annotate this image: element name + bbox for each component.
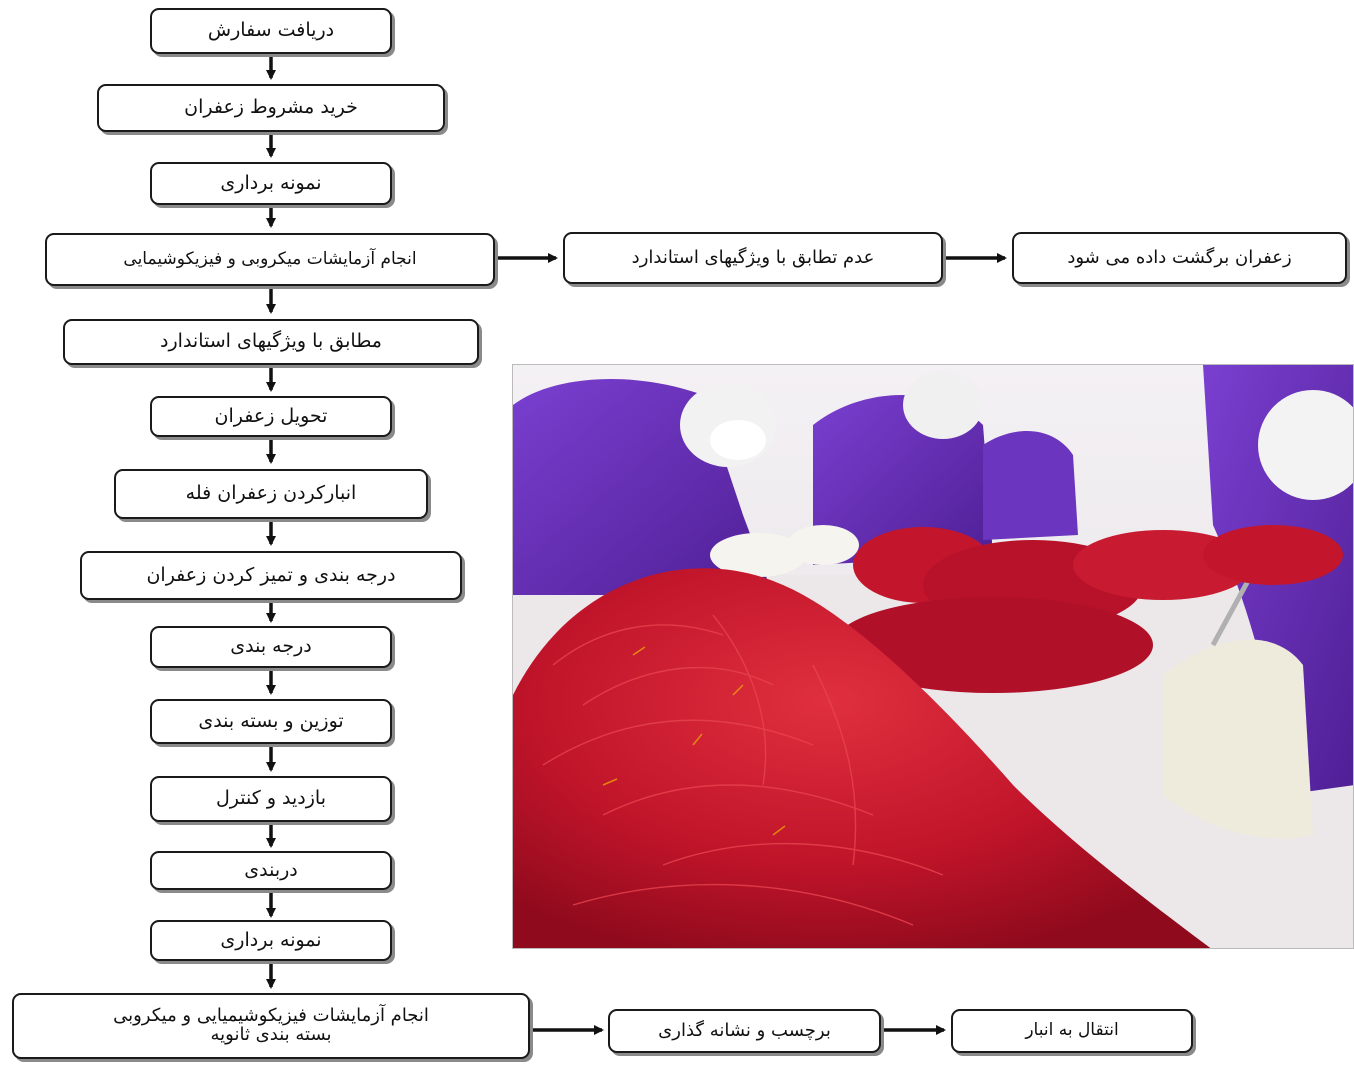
step-receive-order: دریافت سفارش (150, 8, 392, 54)
step-inspection-control: بازدید و کنترل (150, 776, 392, 822)
step-label-line2: بسته بندی ثانویه (210, 1024, 332, 1045)
step-delivery: تحویل زعفران (150, 396, 392, 437)
step-label: دربندی (244, 858, 298, 881)
step-weighing-packing: توزین و بسته بندی (150, 699, 392, 744)
step-non-conformance: عدم تطابق با ویژگیهای استاندارد (563, 232, 943, 284)
step-bulk-storage: انبارکردن زعفران فله (114, 469, 428, 519)
step-label: نمونه برداری (220, 928, 322, 951)
step-label: زعفران برگشت داده می شود (1067, 246, 1292, 268)
saffron-sorting-photo (512, 364, 1354, 949)
step-returned: زعفران برگشت داده می شود (1012, 232, 1347, 284)
step-label: انجام آزمایشات میکروبی و فیزیکوشیمایی (123, 248, 417, 269)
step-label: بازدید و کنترل (215, 787, 327, 810)
step-label: خرید مشروط زعفران (184, 96, 358, 119)
step-labeling: برچسب و نشانه گذاری (608, 1009, 881, 1053)
step-conditional-purchase: خرید مشروط زعفران (97, 84, 445, 132)
step-label: مطابق با ویژگیهای استاندارد (160, 330, 382, 353)
step-lab-tests-1: انجام آزمایشات میکروبی و فیزیکوشیمایی (45, 233, 495, 286)
step-label: نمونه برداری (220, 171, 322, 194)
step-grading: درجه بندی (150, 626, 392, 668)
step-label: تحویل زعفران (214, 404, 328, 427)
step-sampling-2: نمونه برداری (150, 920, 392, 961)
step-label: درجه بندی (230, 635, 312, 658)
step-label: دریافت سفارش (207, 19, 335, 42)
step-label: درجه بندی و تمیز کردن زعفران (146, 563, 396, 586)
step-label: عدم تطابق با ویژگیهای استاندارد (631, 246, 875, 268)
step-sampling-1: نمونه برداری (150, 162, 392, 205)
step-conformance: مطابق با ویژگیهای استاندارد (63, 319, 479, 365)
step-warehouse-transfer: انتقال به انبار (951, 1009, 1193, 1053)
step-label: انتقال به انبار (1025, 1020, 1119, 1041)
step-sealing: دربندی (150, 851, 392, 890)
step-label: برچسب و نشانه گذاری (658, 1019, 831, 1041)
step-grading-cleaning: درجه بندی و تمیز کردن زعفران (80, 551, 462, 600)
saffron-photo-illustration (513, 365, 1353, 948)
step-label-line1: انجام آزمایشات فیزیکوشیمیایی و میکروبی (113, 1005, 429, 1027)
step-label: توزین و بسته بندی (198, 709, 344, 732)
step-lab-tests-2: انجام آزمایشات فیزیکوشیمیایی و میکروبی ب… (12, 993, 530, 1059)
step-label: انبارکردن زعفران فله (185, 482, 357, 505)
